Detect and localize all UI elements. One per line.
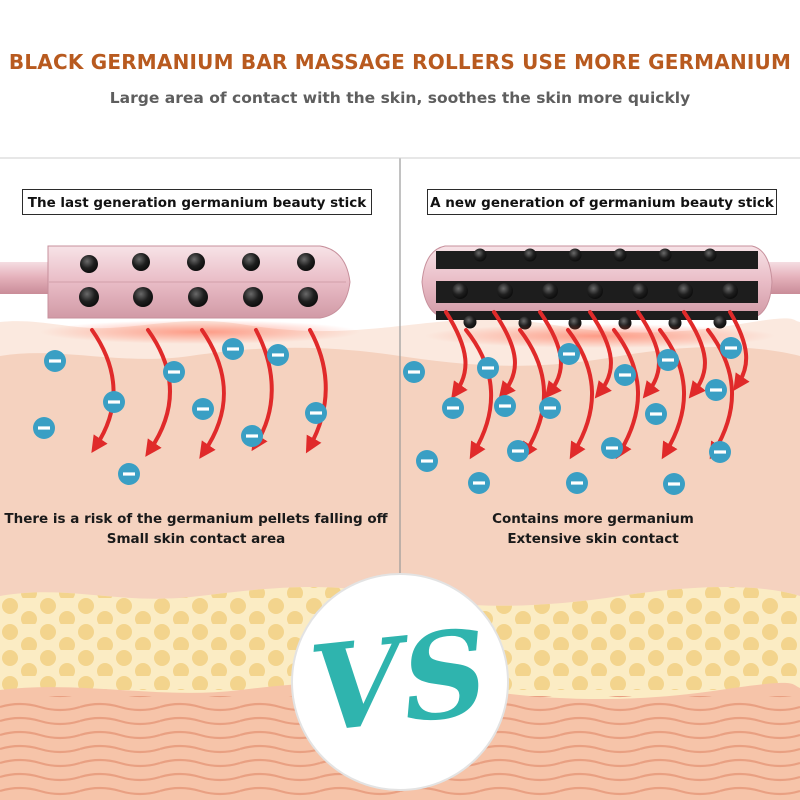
new-roller-label: A new generation of germanium beauty sti… (427, 189, 777, 215)
old-roller (0, 245, 360, 344)
vs-badge: VS (291, 573, 509, 791)
old-roller-pellets (79, 253, 318, 307)
old-roller-caption-1: There is a risk of the germanium pellets… (4, 511, 388, 527)
new-roller-caption-1: Contains more germanium (492, 511, 694, 527)
new-roller-caption-2: Extensive skin contact (507, 531, 679, 547)
new-roller-ions (403, 337, 742, 495)
page-subtitle: Large area of contact with the skin, soo… (109, 89, 691, 107)
old-roller-ions (33, 338, 327, 485)
old-roller-caption-2: Small skin contact area (106, 531, 286, 547)
old-roller-label: The last generation germanium beauty sti… (22, 189, 372, 215)
page-title: BLACK GERMANIUM BAR MASSAGE ROLLERS USE … (8, 50, 792, 74)
vs-text: VS (304, 602, 494, 759)
new-roller (421, 245, 800, 348)
